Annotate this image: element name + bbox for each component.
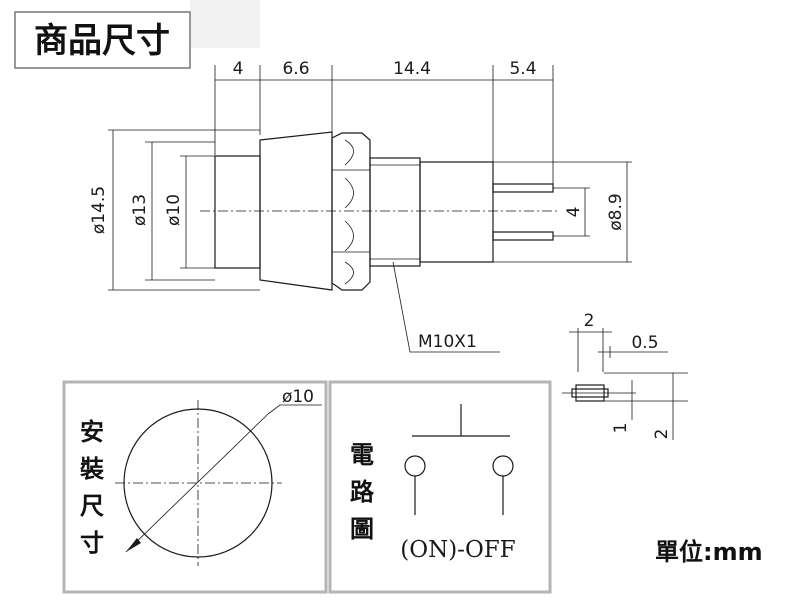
dim-pin-spacing: 4 <box>564 207 584 218</box>
thread-spec: M10X1 <box>418 332 477 352</box>
title-backdrop <box>190 0 260 48</box>
dim-terminal-h1: 1 <box>611 423 631 434</box>
mount-hole-diameter: ø10 <box>282 387 314 407</box>
circuit-label-char-1: 電 <box>350 441 374 469</box>
dim-dia-10: ø10 <box>164 194 184 226</box>
unit-note: 單位:mm <box>655 538 763 566</box>
title-block: 商品尺寸 <box>14 11 191 69</box>
dim-terminal-h2: 2 <box>652 429 672 440</box>
dim-terminal-length: 5.4 <box>509 59 536 79</box>
dim-thread-length: 14.4 <box>393 59 431 79</box>
dim-dia-14-5: ø14.5 <box>89 186 109 234</box>
dim-body-length: 6.6 <box>282 59 309 79</box>
dim-dia-8-9: ø8.9 <box>606 193 626 230</box>
mount-label-char-1: 安 <box>80 418 104 446</box>
contact-left <box>404 455 426 477</box>
circuit-panel: 電 路 圖 (ON)-OFF <box>328 380 552 594</box>
switch-mode: (ON)-OFF <box>400 537 515 563</box>
mount-label-char-4: 寸 <box>80 529 104 557</box>
dim-dia-13: ø13 <box>130 194 150 226</box>
circuit-label-char-2: 路 <box>350 478 375 506</box>
page-title: 商品尺寸 <box>34 21 170 61</box>
dim-terminal-width: 2 <box>584 311 595 331</box>
dim-terminal-thickness: 0.5 <box>631 333 658 353</box>
mounting-panel: 安 裝 尺 寸 ø10 <box>62 380 328 594</box>
mount-label-char-3: 尺 <box>80 492 104 520</box>
mount-label-char-2: 裝 <box>79 455 105 483</box>
circuit-label-char-3: 圖 <box>350 515 374 543</box>
terminal-detail: 2 0.5 1 2 <box>562 311 688 440</box>
switch-side-view: 4 6.6 14.4 5.4 ø14.5 ø13 ø10 4 ø8.9 M10X… <box>89 59 632 353</box>
dim-cap-length: 4 <box>233 59 244 79</box>
contact-right <box>492 455 514 477</box>
